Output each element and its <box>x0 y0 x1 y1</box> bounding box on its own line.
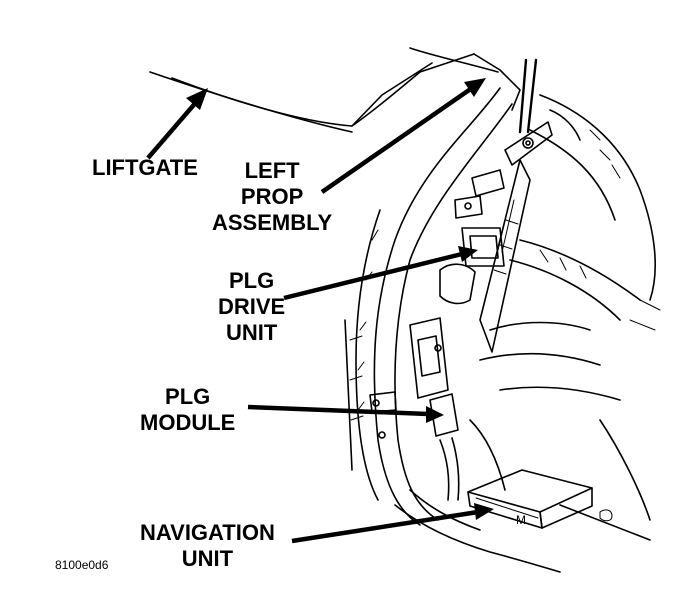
label-plg-module: PLG MODULE <box>140 384 235 436</box>
label-plg-module-line2: MODULE <box>140 410 236 435</box>
label-navigation-line2: UNIT <box>181 546 234 571</box>
label-navigation-unit: NAVIGATION UNIT <box>140 520 275 572</box>
liftgate-panel <box>149 47 521 133</box>
arrow-plg-module <box>247 404 429 417</box>
label-navigation-line1: NAVIGATION <box>140 520 275 545</box>
label-left-prop-assembly: LEFT PROP ASSEMBLY <box>212 158 332 236</box>
arrowhead-plg-drive <box>458 246 478 262</box>
module-marking: M <box>516 513 526 527</box>
label-left-prop-line1: LEFT <box>244 158 300 183</box>
plg-module <box>369 317 460 501</box>
label-liftgate-line1: LIFTGATE <box>92 155 198 180</box>
label-liftgate: LIFTGATE <box>92 155 198 181</box>
label-left-prop-line3: ASSEMBLY <box>212 210 333 235</box>
figure-code: 8100e0d6 <box>55 558 109 572</box>
arrowhead-navigation <box>474 503 494 520</box>
arrowhead-liftgate <box>186 88 208 110</box>
label-left-prop-line2: PROP <box>240 184 304 209</box>
arrow-navigation <box>291 509 479 544</box>
body-opening <box>344 87 561 573</box>
label-plg-module-line1: PLG <box>165 384 211 409</box>
label-plg-drive-unit: PLG DRIVE UNIT <box>218 268 285 346</box>
arrow-left-prop <box>320 86 474 194</box>
arrow-liftgate <box>146 98 200 160</box>
label-plg-drive-line1: PLG <box>229 268 275 293</box>
leader-arrows <box>146 78 494 544</box>
arrow-plg-drive <box>283 251 463 301</box>
wheel-well <box>469 94 661 541</box>
navigation-unit-box <box>467 469 593 529</box>
arrowhead-left-prop <box>464 78 486 97</box>
label-plg-drive-line3: UNIT <box>225 320 278 345</box>
left-prop-rod <box>504 58 553 166</box>
arrowhead-plg-module <box>426 406 444 423</box>
label-plg-drive-line2: DRIVE <box>218 294 286 319</box>
